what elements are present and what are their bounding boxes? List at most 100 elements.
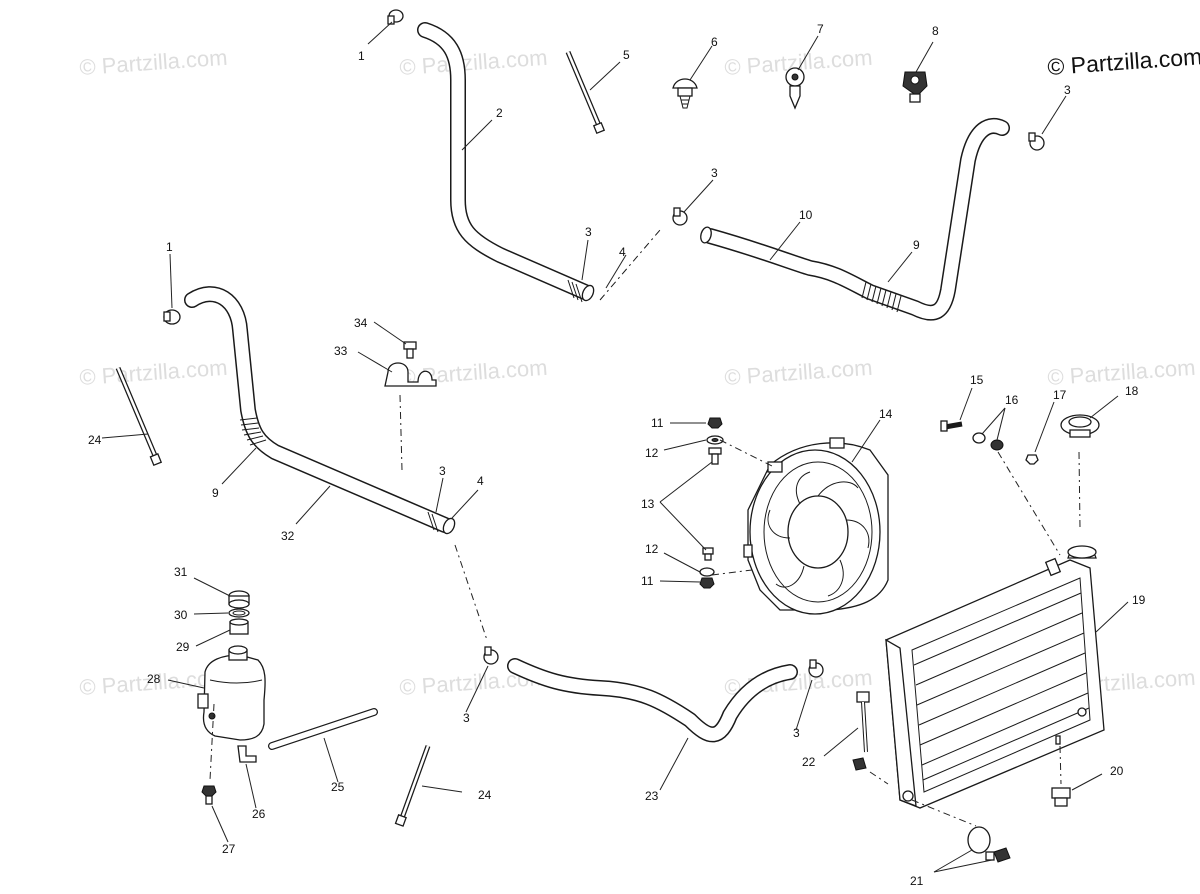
watermark: © Partzilla.com bbox=[399, 45, 549, 80]
hose-32 bbox=[184, 286, 456, 535]
hose-fitting-4 bbox=[599, 229, 661, 301]
callout-label: 34 bbox=[354, 316, 368, 330]
callout-label: 29 bbox=[176, 640, 190, 654]
callout-label: 22 bbox=[802, 755, 816, 769]
clamp-33 bbox=[384, 362, 437, 387]
hose-25 bbox=[268, 708, 378, 750]
callout-label: 27 bbox=[222, 842, 236, 856]
callout-label: 3 bbox=[1064, 83, 1071, 97]
callout-label: 11 bbox=[651, 416, 664, 430]
hose-2 bbox=[417, 22, 595, 303]
bolt-13-bottom bbox=[702, 547, 714, 561]
reservoir-cap-31 bbox=[228, 590, 250, 609]
nut-17 bbox=[1025, 454, 1039, 465]
hose-clamp-3 bbox=[672, 207, 688, 226]
drain-plug-20 bbox=[1051, 787, 1071, 807]
callout-label: 10 bbox=[799, 208, 813, 222]
cable-tie-24-bottom bbox=[394, 745, 431, 827]
hose-clamp-3 bbox=[1028, 132, 1045, 151]
washer-16 bbox=[972, 432, 986, 444]
hose-clamp-1-top bbox=[387, 9, 404, 25]
callout-label: 20 bbox=[1110, 764, 1124, 778]
callout-label: 24 bbox=[88, 433, 102, 447]
callout-label: 26 bbox=[252, 807, 266, 821]
callout-label: 6 bbox=[711, 35, 718, 49]
gasket-30 bbox=[228, 608, 250, 618]
callout-label: 3 bbox=[439, 464, 446, 478]
hose-23 bbox=[507, 658, 798, 743]
hose-clamp-3 bbox=[808, 659, 824, 678]
corrugated-section bbox=[239, 417, 267, 446]
radiator-19 bbox=[885, 545, 1105, 809]
assembly-lines bbox=[209, 394, 1081, 827]
hose-10 bbox=[700, 117, 1010, 321]
callout-label: 1 bbox=[358, 49, 365, 63]
hose-clip-8 bbox=[902, 71, 928, 103]
callout-label: 28 bbox=[147, 672, 161, 686]
callout-label: 21 bbox=[910, 874, 924, 888]
washer-12-bottom bbox=[699, 567, 715, 577]
callout-label: 33 bbox=[334, 344, 348, 358]
callout-label: 18 bbox=[1125, 384, 1139, 398]
callout-label: 5 bbox=[623, 48, 630, 62]
callout-labels: 1 2 5 6 7 8 3 3 3 4 10 9 1 34 33 24 9 32… bbox=[88, 22, 1146, 888]
callout-label: 16 bbox=[1005, 393, 1019, 407]
callout-label: 3 bbox=[463, 711, 470, 725]
radiator-cap-18 bbox=[1060, 414, 1100, 438]
callout-label: 19 bbox=[1132, 593, 1146, 607]
bolt-34 bbox=[403, 341, 417, 359]
nut-11-bottom bbox=[699, 577, 715, 589]
callout-label: 1 bbox=[166, 240, 173, 254]
fastener-7 bbox=[785, 67, 805, 110]
callout-label: 13 bbox=[641, 497, 655, 511]
callout-label: 3 bbox=[711, 166, 718, 180]
callout-label: 17 bbox=[1053, 388, 1067, 402]
push-clip-6 bbox=[672, 78, 698, 109]
callout-label: 2 bbox=[496, 106, 503, 120]
fan-assembly-14 bbox=[743, 437, 889, 615]
watermark: © Partzilla.com bbox=[79, 355, 229, 390]
nut-11-top bbox=[707, 417, 723, 429]
hose-clamp-3 bbox=[483, 646, 499, 665]
copyright-notice: © Partzilla.com bbox=[1047, 43, 1200, 80]
bolt-27 bbox=[201, 785, 217, 805]
leader-lines bbox=[101, 21, 1129, 873]
fitting-21 bbox=[985, 847, 1011, 863]
cable-tie-24-left bbox=[115, 367, 163, 467]
callout-label: 25 bbox=[331, 780, 345, 794]
callout-label: 4 bbox=[619, 245, 626, 259]
watermark: © Partzilla.com bbox=[1047, 355, 1197, 390]
callout-label: 31 bbox=[174, 565, 188, 579]
callout-label: 14 bbox=[879, 407, 893, 421]
callout-label: 12 bbox=[645, 446, 659, 460]
bolt-13-top bbox=[708, 447, 722, 465]
elbow-fitting-26 bbox=[237, 745, 257, 763]
callout-label: 32 bbox=[281, 529, 295, 543]
watermark: © Partzilla.com bbox=[79, 45, 229, 80]
sensor-22 bbox=[852, 691, 870, 771]
cable-tie-5 bbox=[565, 51, 606, 135]
callout-label: 12 bbox=[645, 542, 659, 556]
callout-label: 15 bbox=[970, 373, 984, 387]
callout-label: 9 bbox=[913, 238, 920, 252]
callout-label: 11 bbox=[641, 574, 654, 588]
callout-label: 30 bbox=[174, 608, 188, 622]
bolt-15 bbox=[940, 420, 963, 432]
bushing-29 bbox=[229, 618, 249, 635]
callout-label: 8 bbox=[932, 24, 939, 38]
grommet-16 bbox=[990, 439, 1004, 451]
callout-label: 4 bbox=[477, 474, 484, 488]
callout-label: 7 bbox=[817, 22, 824, 36]
callout-label: 3 bbox=[585, 225, 592, 239]
grommet-21 bbox=[967, 826, 991, 854]
washer-12-top bbox=[706, 435, 724, 445]
callout-label: 9 bbox=[212, 486, 219, 500]
watermark: © Partzilla.com bbox=[724, 355, 874, 390]
hose-clamp-1-left bbox=[163, 309, 181, 325]
corrugated-section bbox=[861, 281, 902, 313]
coolant-reservoir-28 bbox=[197, 645, 266, 741]
callout-label: 3 bbox=[793, 726, 800, 740]
callout-label: 23 bbox=[645, 789, 659, 803]
callout-label: 24 bbox=[478, 788, 492, 802]
